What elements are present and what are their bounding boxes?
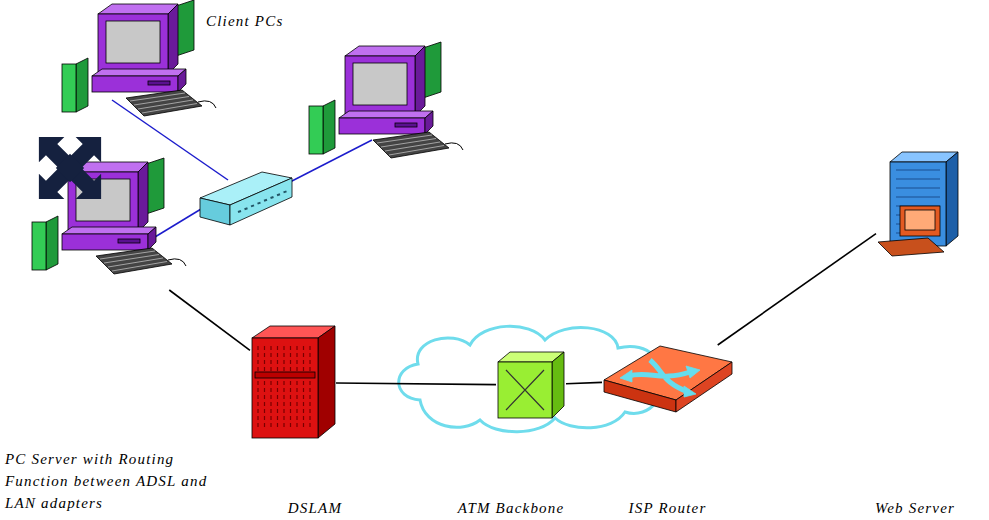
atm-switch [498,352,564,418]
network-link [718,234,876,345]
network-link [169,290,250,350]
network-device: DSLAM [250,325,336,440]
dslam-rack [252,326,335,438]
device-caption: ATM Backbone [441,497,581,519]
lan-cables [112,100,372,240]
device-caption: DSLAM [250,497,380,519]
device-caption: Web Server [851,497,979,519]
isp-router [604,346,732,412]
lan-hub [200,172,292,225]
network-link [566,382,602,383]
network-device: ISP Router [602,345,734,415]
network-device: PC Server with Routing Function between … [28,185,170,290]
network-device: Web Server [876,150,960,258]
network-link [336,383,496,385]
device-caption: PC Server with Routing Function between … [5,448,210,514]
client-pc [62,0,216,116]
network-device: ATM Backbone [496,350,566,420]
group-label: Client PCs [206,10,283,32]
device-caption: ISP Router [580,497,755,519]
routing-symbol [26,124,114,212]
web-server [878,152,958,256]
client-pc [309,42,463,158]
